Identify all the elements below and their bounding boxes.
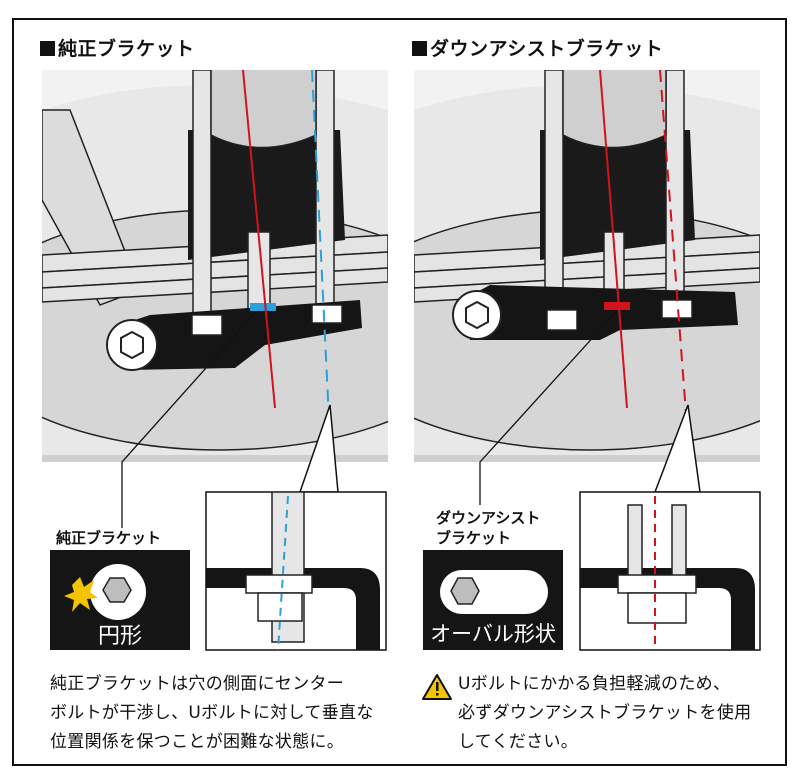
right-suspension-illustration — [414, 70, 760, 462]
left-shape-label: 円形 — [97, 624, 142, 649]
left-heading: 純正ブラケット — [40, 34, 195, 61]
right-zoom-box — [579, 491, 761, 651]
interference-spark-icon — [64, 577, 98, 612]
right-leader-line — [479, 311, 617, 505]
right-shape-label: オーバル形状 — [430, 622, 556, 646]
left-hole-callout — [50, 550, 190, 650]
left-zoom-box — [205, 491, 387, 651]
left-suspension-illustration — [42, 70, 388, 462]
right-description: Uボルトにかかる負担軽減のため、 必ずダウンアシストブラケットを使用 してくださ… — [458, 674, 752, 752]
right-hole-callout — [423, 550, 563, 650]
outer-frame — [12, 18, 787, 766]
right-heading: ダウンアシストブラケット — [412, 34, 663, 61]
warning-triangle-icon — [422, 674, 452, 700]
square-bullet-icon — [40, 41, 55, 56]
left-description: 純正ブラケットは穴の側面にセンター ボルトが干渉し、Uボルトに対して垂直な 位置… — [50, 674, 374, 752]
square-bullet-icon — [412, 41, 427, 56]
right-callout-label: ダウンアシスト ブラケット — [436, 509, 541, 547]
left-callout-label: 純正ブラケット — [56, 529, 162, 547]
left-leader-line — [121, 311, 257, 528]
